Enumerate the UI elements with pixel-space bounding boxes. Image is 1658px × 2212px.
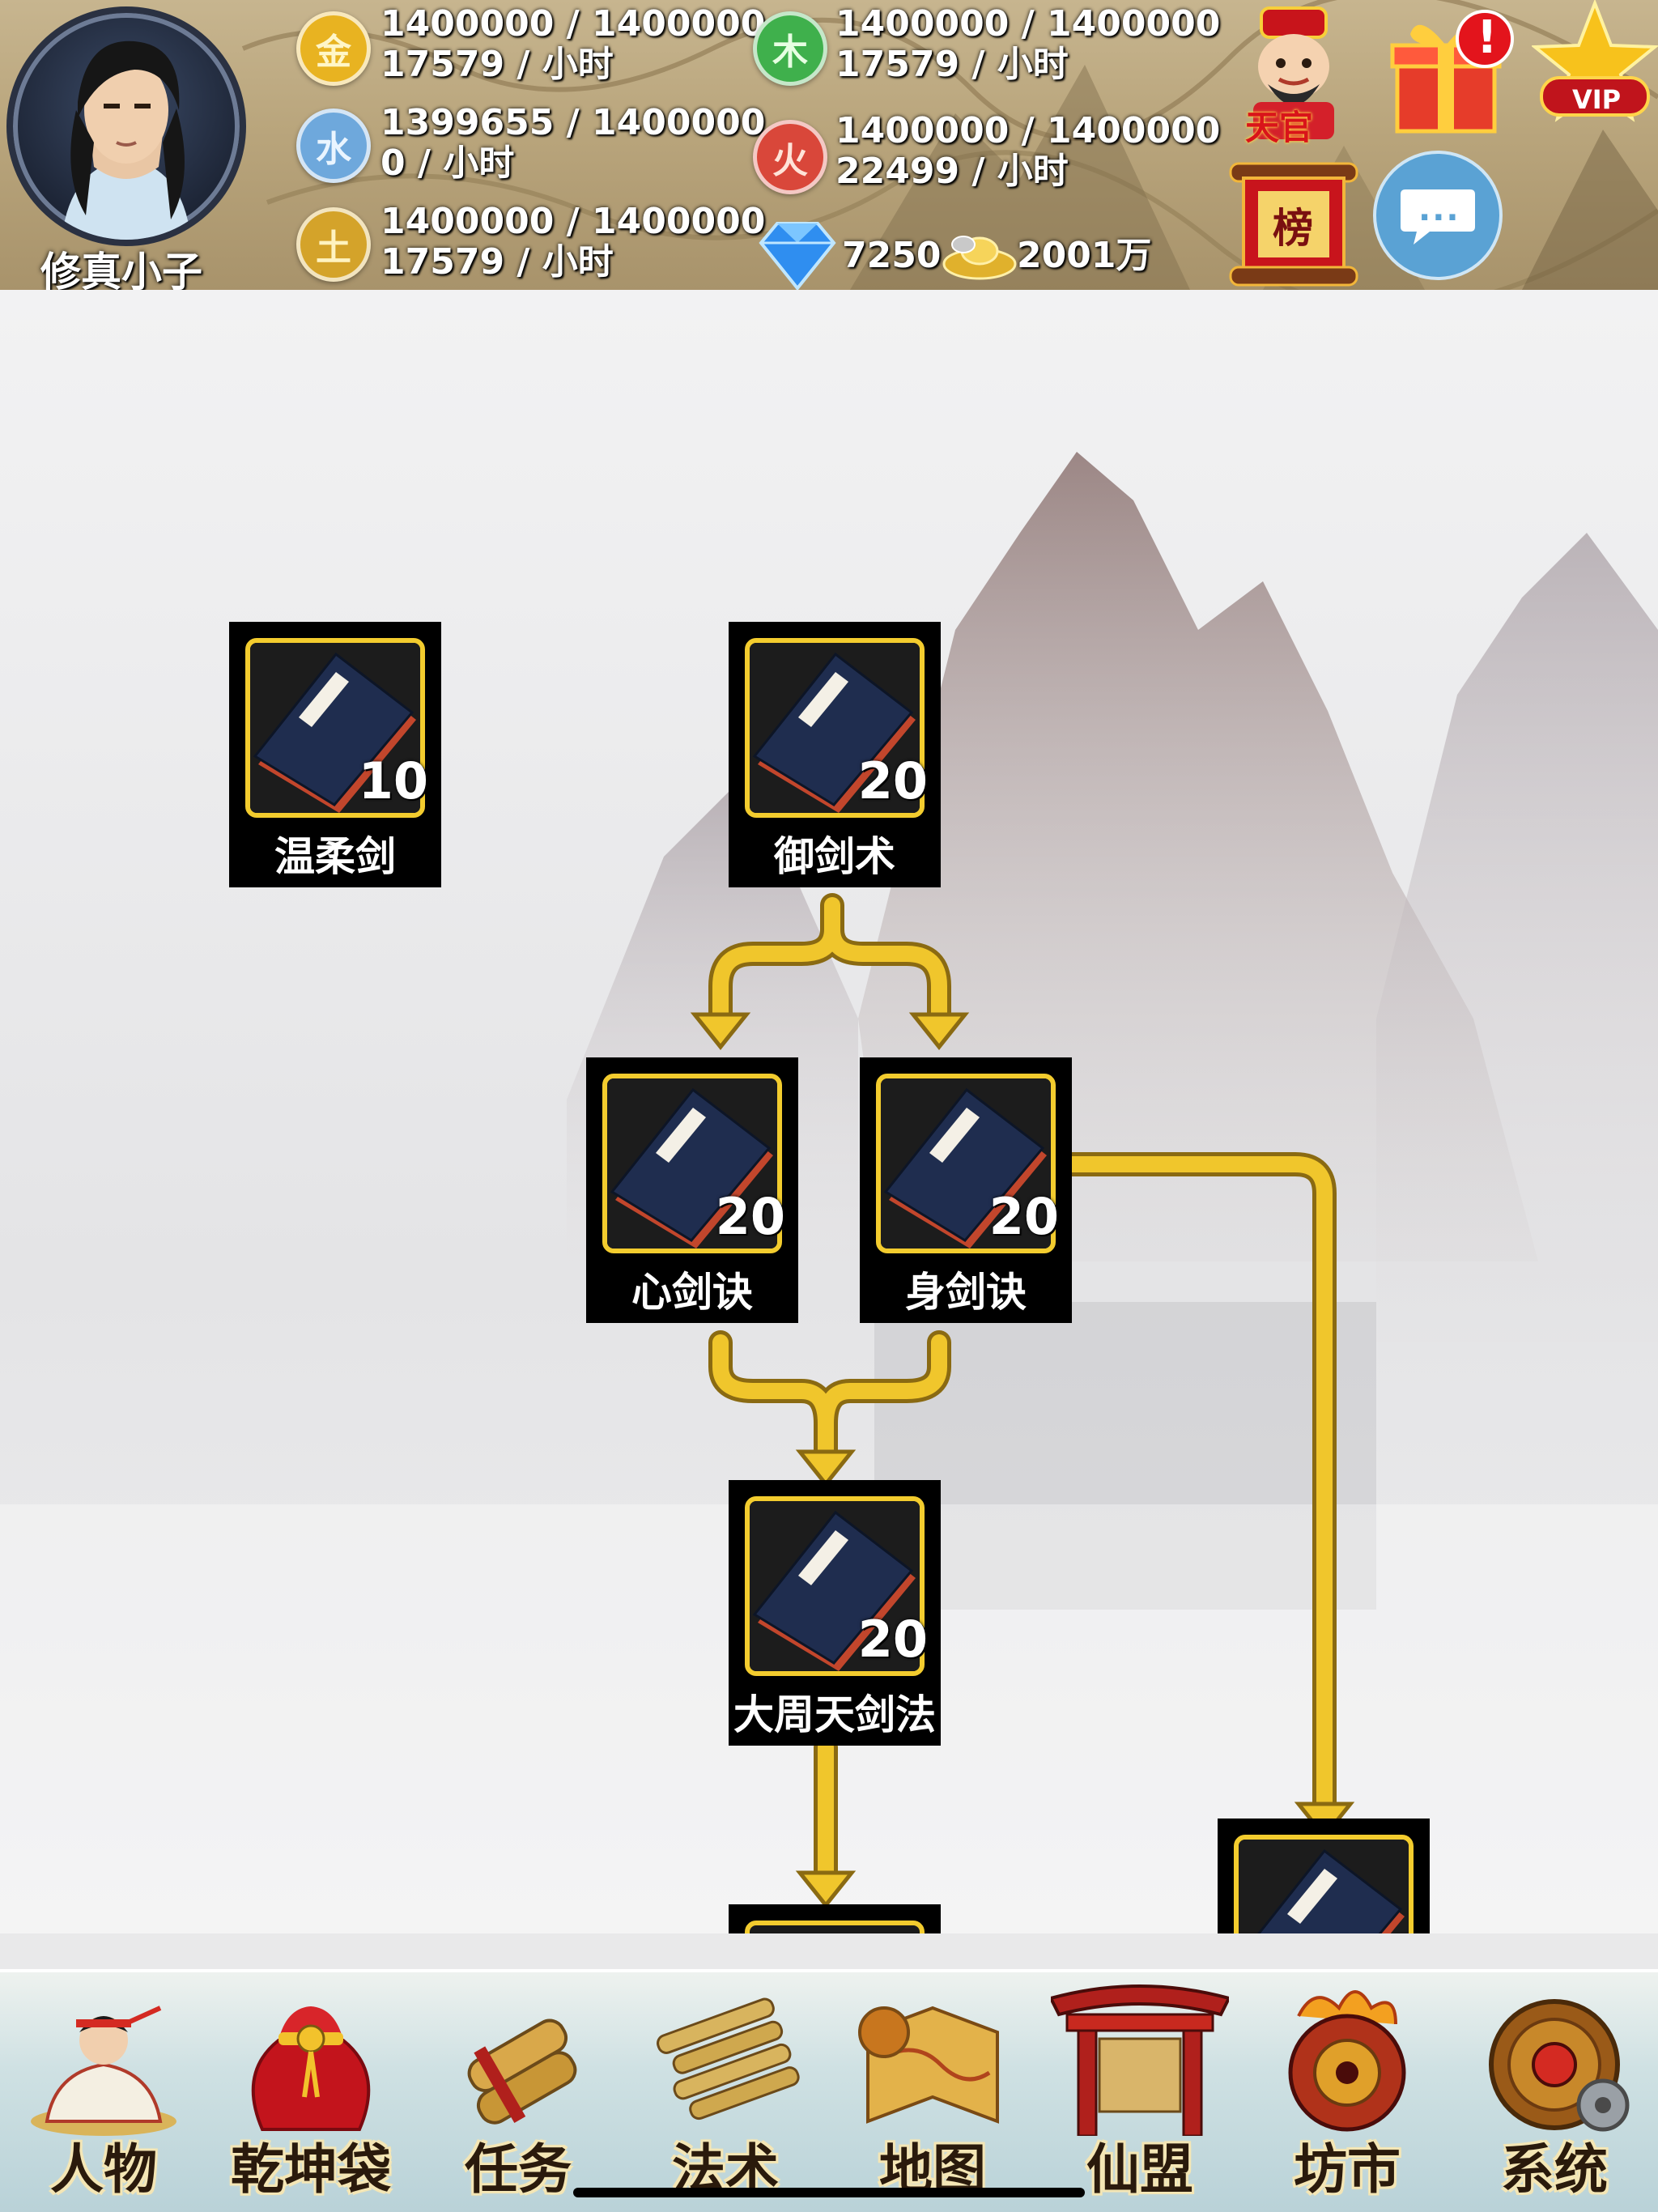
- ranking-label: 榜: [1273, 204, 1313, 252]
- nav-map[interactable]: 地图: [829, 1972, 1036, 2212]
- fire-element-icon: 火: [753, 120, 827, 194]
- skill-book-frame: [245, 638, 425, 818]
- wood-rate: 17579 / 小时: [835, 44, 1069, 85]
- fire-rate: 22499 / 小时: [835, 151, 1069, 192]
- skill-level: 20: [715, 1187, 785, 1246]
- skill-book-frame: [1234, 1835, 1414, 1933]
- gold-amount: 1400000 / 1400000: [380, 3, 766, 45]
- ranking-button[interactable]: 榜: [1226, 160, 1362, 290]
- skill-node-xinjianjue[interactable]: 20 心剑诀: [586, 1057, 798, 1323]
- nav-character[interactable]: 人物: [0, 1972, 207, 2212]
- water-element-icon: 水: [296, 108, 371, 183]
- diamond-count: 7250: [842, 235, 942, 276]
- skill-name: 心剑诀: [631, 1269, 753, 1316]
- player-name: 修真小子: [40, 249, 202, 290]
- wood-element-icon: 木: [753, 11, 827, 86]
- nav-spells[interactable]: 法术: [622, 1972, 829, 2212]
- earth-amount: 1400000 / 1400000: [380, 201, 766, 242]
- status-header: 修真小子 金 1400000 / 1400000 17579 / 小时 水 13…: [0, 0, 1658, 290]
- skill-node-shenjianjue[interactable]: 20 身剑诀: [860, 1057, 1072, 1323]
- gift-box-icon: [1390, 10, 1514, 134]
- skill-book-frame: [602, 1074, 782, 1253]
- bamboo-scroll-icon: [657, 1997, 800, 2121]
- chat-bubble-icon: [1401, 189, 1475, 245]
- nav-label: 任务: [465, 2138, 572, 2201]
- bottom-nav: 人物 乾坤袋 任务: [0, 1969, 1658, 2212]
- skill-book-frame: [745, 1921, 925, 1933]
- skill-name: 温柔剑: [274, 833, 396, 880]
- diamond-icon: [759, 222, 836, 290]
- skill-book-icon: [750, 1501, 920, 1671]
- ranking-scroll-icon: [1229, 162, 1358, 287]
- settings-gear-icon: [1489, 1999, 1630, 2132]
- caishen-icon: [1253, 6, 1334, 139]
- quest-scroll-icon: [467, 2018, 577, 2125]
- skill-level: 20: [988, 1187, 1059, 1246]
- skill-node-partial-right[interactable]: [1218, 1819, 1430, 1933]
- chat-dots: ...: [1418, 191, 1460, 228]
- skill-level: 10: [358, 751, 428, 810]
- gift-alert-badge: !: [1477, 11, 1498, 64]
- earth-element-icon: 土: [296, 207, 371, 282]
- caishen-label: 天官: [1245, 108, 1314, 147]
- skill-name: 身剑诀: [905, 1269, 1027, 1316]
- skill-level: 20: [857, 751, 928, 810]
- skill-book-icon: [881, 1078, 1051, 1249]
- market-cauldron-icon: [1288, 1990, 1406, 2132]
- nav-system[interactable]: 系统: [1451, 1972, 1658, 2212]
- player-avatar[interactable]: [6, 6, 246, 246]
- skill-book-frame: [745, 638, 925, 818]
- earth-rate: 17579 / 小时: [380, 241, 614, 283]
- player-portrait-icon: [62, 40, 191, 240]
- gift-button[interactable]: !: [1386, 6, 1524, 136]
- skill-book-icon: [607, 1078, 777, 1249]
- skill-name: 御剑术: [774, 833, 895, 880]
- gold-ingot-icon: [942, 236, 1017, 280]
- skill-level: 20: [857, 1610, 928, 1669]
- skill-book-frame: [876, 1074, 1056, 1253]
- nav-label: 坊市: [1294, 2138, 1401, 2201]
- skill-name: 大周天剑法: [733, 1691, 936, 1738]
- nav-label: 乾坤袋: [231, 2138, 391, 2201]
- alliance-gate-icon: [1051, 1984, 1229, 2136]
- vip-label: VIP: [1572, 84, 1622, 115]
- nav-market[interactable]: 坊市: [1244, 1972, 1451, 2212]
- nav-label: 系统: [1501, 2138, 1608, 2201]
- skill-tree-panel: 10 温柔剑 20 御剑术 20 心剑诀: [0, 290, 1658, 1933]
- vip-button[interactable]: VIP: [1532, 0, 1658, 130]
- skill-node-wenroujian[interactable]: 10 温柔剑: [229, 622, 441, 887]
- nav-alliance[interactable]: 仙盟: [1036, 1972, 1244, 2212]
- caishen-button[interactable]: 天官: [1229, 5, 1358, 147]
- vip-star-icon: [1532, 0, 1658, 122]
- water-amount: 1399655 / 1400000: [380, 102, 766, 143]
- skill-book-icon: [250, 643, 420, 813]
- map-icon: [858, 2006, 999, 2124]
- wood-amount: 1400000 / 1400000: [835, 3, 1221, 45]
- nav-quests[interactable]: 任务: [414, 1972, 622, 2212]
- treasure-bag-icon: [251, 2006, 371, 2131]
- character-meditating-icon: [31, 2006, 176, 2136]
- water-rate: 0 / 小时: [380, 143, 515, 184]
- ingot-count: 2001万: [1017, 235, 1152, 276]
- nav-label: 仙盟: [1086, 2138, 1193, 2201]
- skill-node-dazhoutian[interactable]: 20 大周天剑法: [729, 1480, 941, 1746]
- skill-node-partial-center[interactable]: [729, 1904, 941, 1933]
- skill-book-frame: [745, 1496, 925, 1676]
- skill-node-yujianshu[interactable]: 20 御剑术: [729, 622, 941, 887]
- gold-element-icon: 金: [296, 11, 371, 86]
- nav-label: 人物: [50, 2138, 157, 2201]
- skill-book-icon: [1239, 1840, 1409, 1933]
- chat-button[interactable]: ...: [1373, 151, 1503, 280]
- fire-amount: 1400000 / 1400000: [835, 110, 1221, 151]
- home-indicator[interactable]: [573, 2188, 1085, 2197]
- skill-book-icon: [750, 643, 920, 813]
- skill-connectors: [690, 893, 1355, 1909]
- gold-rate: 17579 / 小时: [380, 44, 614, 85]
- nav-inventory-bag[interactable]: 乾坤袋: [207, 1972, 414, 2212]
